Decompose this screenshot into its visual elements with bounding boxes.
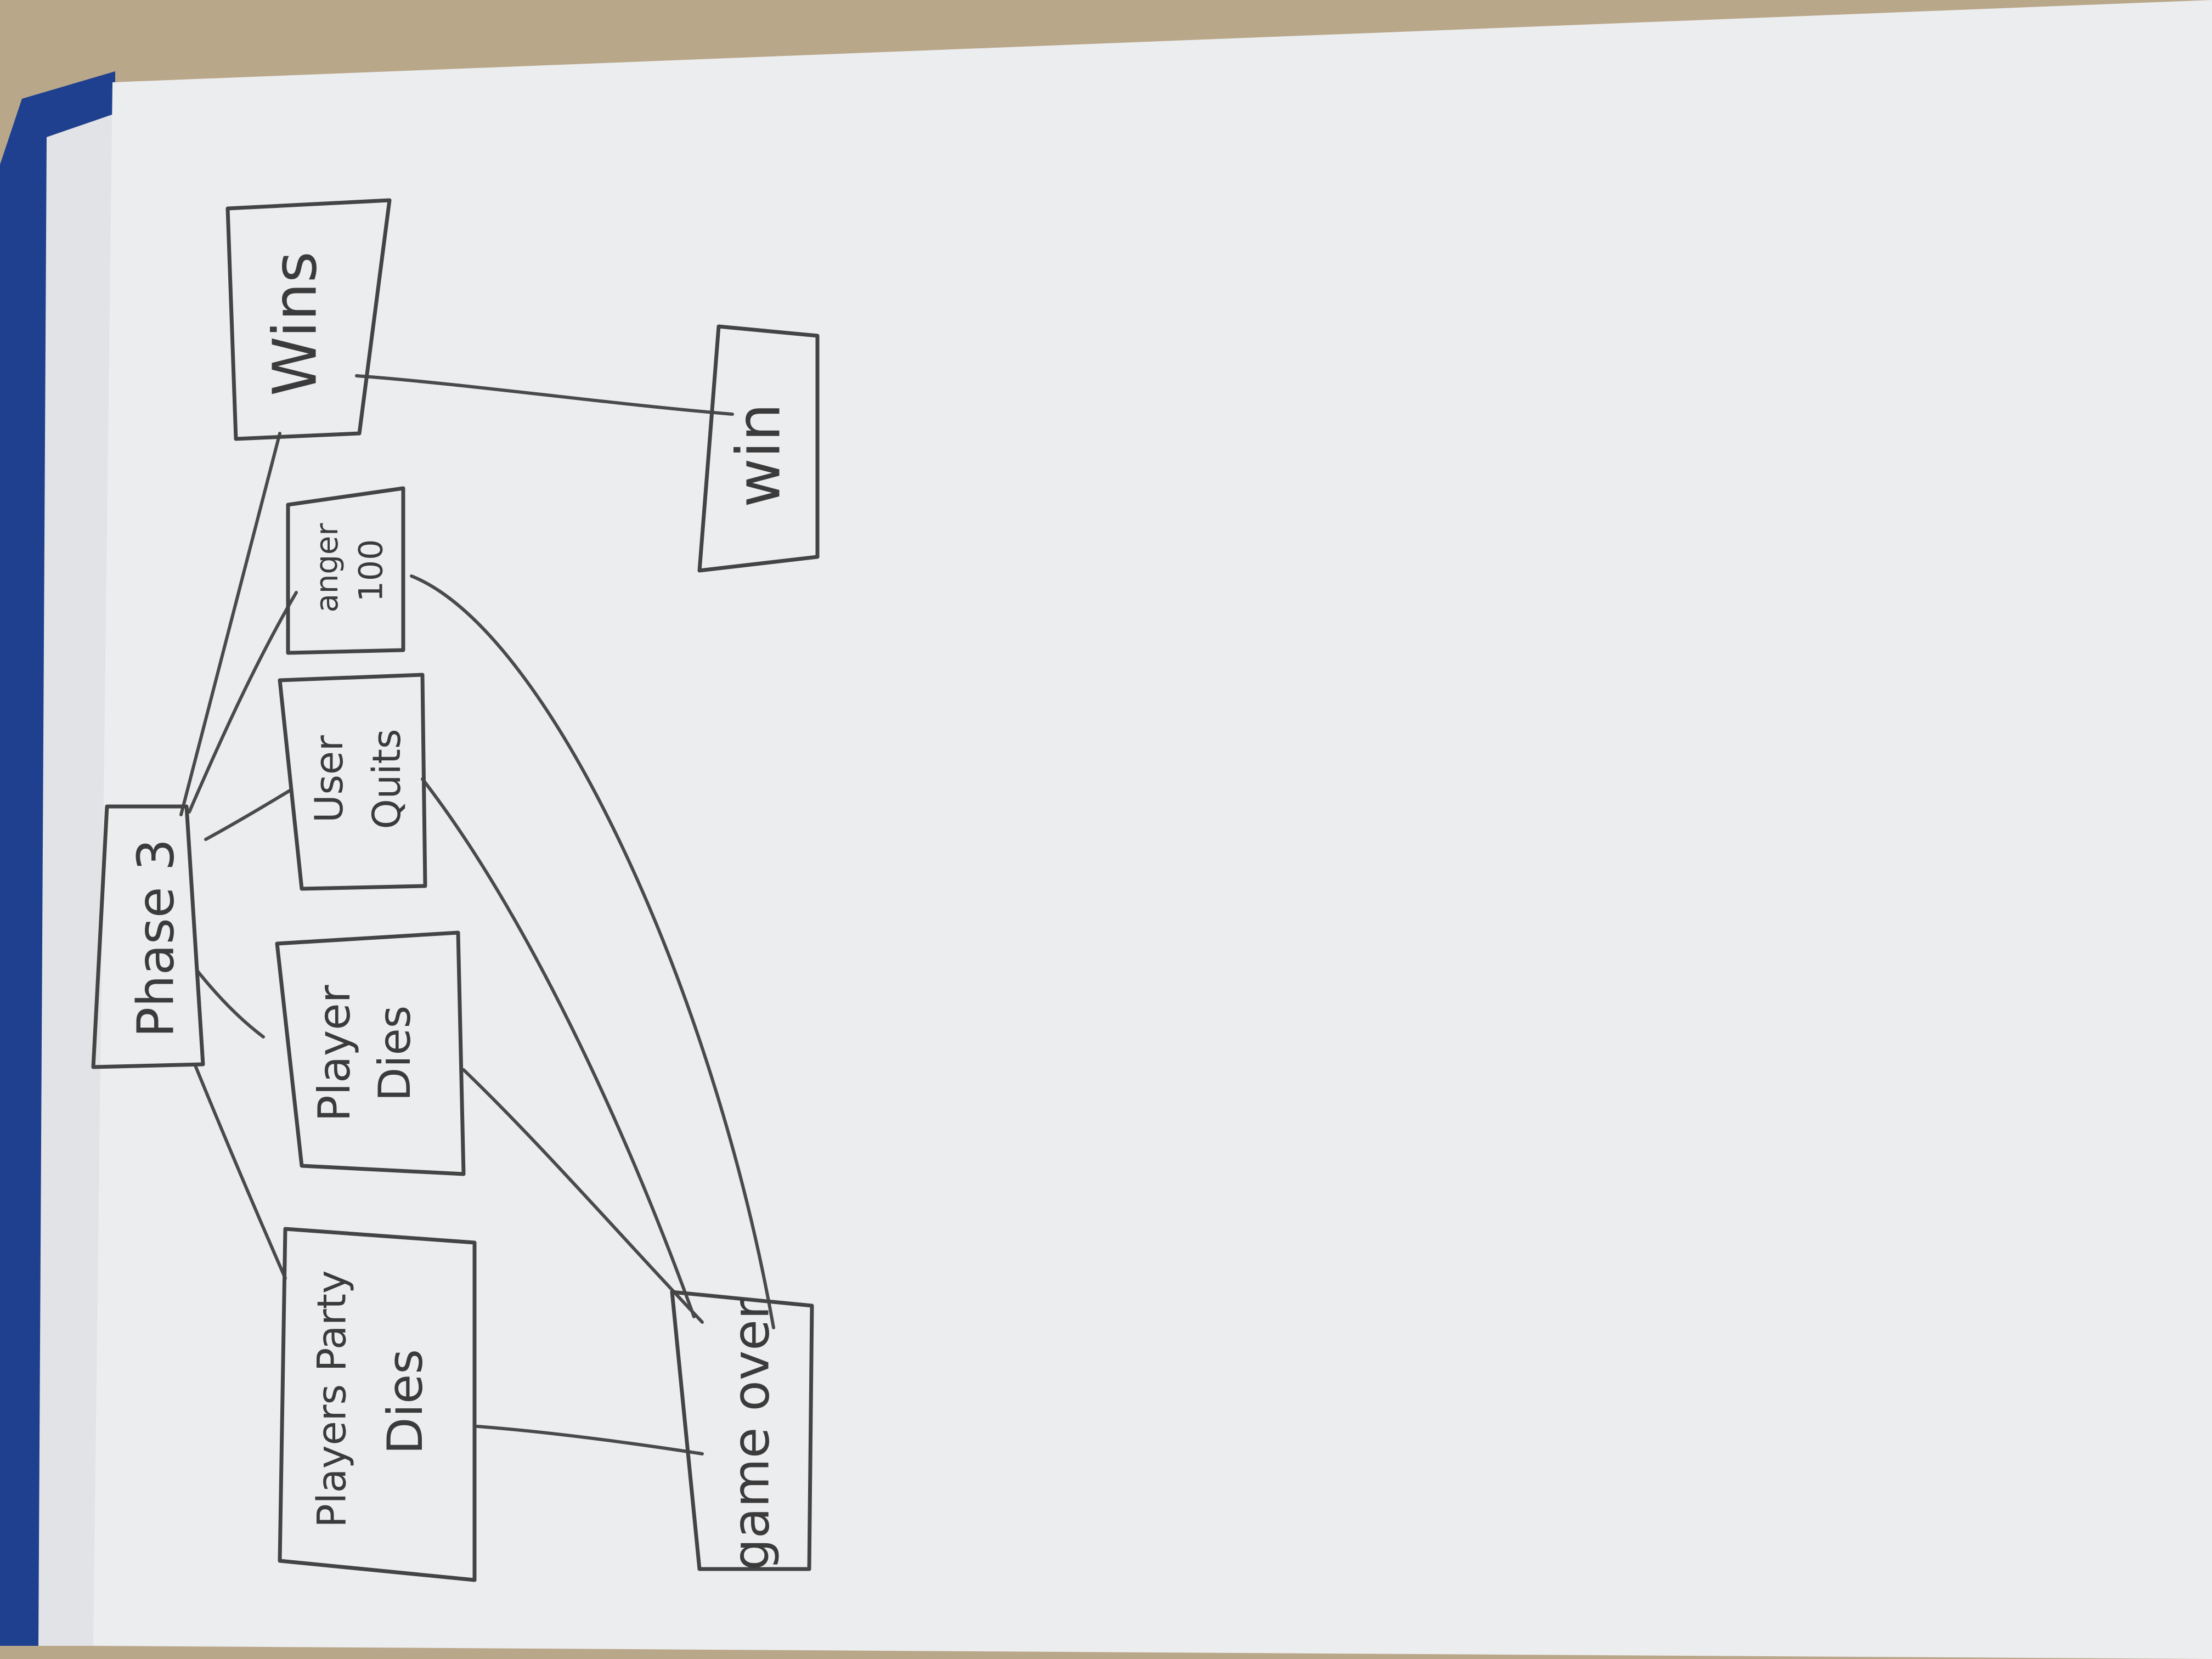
node-players-party-dies: Players Party Dies xyxy=(278,1227,477,1582)
node-player-dies-label-2: Dies xyxy=(369,1006,420,1102)
edge-phase-to-players-party-dies xyxy=(193,1063,287,1280)
node-user-quits-label-1: User xyxy=(307,735,352,823)
edge-player-dies-to-game-over xyxy=(462,1068,704,1324)
node-game-over: game over xyxy=(670,1290,814,1571)
edge-phase-to-user-quits xyxy=(204,788,292,841)
node-anger-100: anger 100 xyxy=(286,486,405,655)
edge-players-party-dies-to-game-over xyxy=(476,1425,704,1455)
node-phase-3: Phase 3 xyxy=(91,804,205,1069)
node-anger-label-2: 100 xyxy=(352,539,391,602)
edges xyxy=(179,374,775,1455)
edge-wins-to-win xyxy=(355,374,734,416)
node-anger-label-1: anger xyxy=(309,523,345,613)
node-players-party-dies-label-2: Dies xyxy=(377,1349,433,1454)
edge-phase-to-player-dies xyxy=(196,969,265,1039)
edge-phase-to-wins xyxy=(179,432,281,816)
paper-sheet xyxy=(93,0,2212,1659)
node-players-party-dies-label-1: Players Party xyxy=(309,1270,355,1527)
node-game-over-label: game over xyxy=(721,1299,780,1571)
node-player-dies-label-1: Player xyxy=(309,985,360,1121)
node-user-quits: User Quits xyxy=(278,673,427,891)
edge-user-quits-to-game-over xyxy=(421,777,696,1318)
node-wins-label: Wins xyxy=(259,251,330,396)
node-player-dies: Player Dies xyxy=(275,930,466,1176)
node-user-quits-label-2: Quits xyxy=(364,729,409,830)
node-win: win xyxy=(697,324,820,573)
node-win-label: win xyxy=(723,403,793,507)
edge-anger-to-game-over xyxy=(410,574,775,1329)
node-phase-3-label: Phase 3 xyxy=(126,839,185,1037)
edge-phase-to-anger xyxy=(188,591,298,814)
node-wins: Wins xyxy=(225,198,392,441)
